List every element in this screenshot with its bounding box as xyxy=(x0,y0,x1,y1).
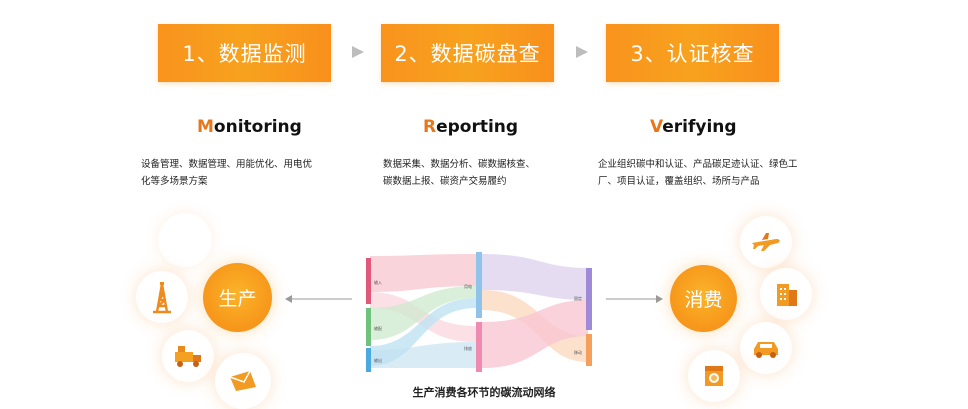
flow-transmission-electricity xyxy=(370,286,476,340)
sankey-caption: 生产消费各环节的碳流动网络 xyxy=(412,386,556,399)
oil-derrick-bubble xyxy=(136,271,188,323)
airplane-bubble xyxy=(740,216,792,268)
empty-bubble xyxy=(158,213,212,267)
phase-verifying-desc: 企业组织碳中和认证、产品碳足迹认证、绿色工 厂、项目认证，覆盖组织、场所与产品 xyxy=(598,159,798,187)
node-emission-label: 排放 xyxy=(464,345,472,351)
airplane-icon xyxy=(752,233,780,251)
flow-input-electricity xyxy=(370,254,476,292)
consumption-label: 消费 xyxy=(684,289,723,311)
factory-truck-icon xyxy=(175,346,201,367)
consumption-circle: 消费 xyxy=(670,265,737,332)
car-bubble xyxy=(740,322,792,374)
node-fixed-label: 固定 xyxy=(574,295,582,301)
step-1-banner: 1、数据监测 xyxy=(158,24,331,82)
appliance-bubble xyxy=(688,350,740,402)
envelope-bubble xyxy=(215,353,271,409)
node-electricity-label: 用电 xyxy=(464,283,472,289)
flow-output-emission xyxy=(370,342,476,368)
oil-derrick-icon xyxy=(153,282,171,314)
node-mobile-label: 移动 xyxy=(574,349,582,355)
step-2-label: 2、数据碳盘查 xyxy=(394,42,541,66)
arrow-to-consumption xyxy=(606,295,663,303)
node-output xyxy=(366,348,371,372)
phase-monitoring-desc: 设备管理、数据管理、用能优化、用电优 化等多场景方案 xyxy=(141,159,313,187)
step-3-label: 3、认证核查 xyxy=(630,42,755,66)
flow-electricity-fixed xyxy=(482,254,588,300)
step-arrow-2 xyxy=(576,46,588,58)
flow-output-electricity xyxy=(370,298,476,366)
carbon-flow-sankey: 输入 输配 输出 用电 排放 固定 移动 xyxy=(366,252,592,372)
step-1-label: 1、数据监测 xyxy=(182,42,307,66)
building-bubble xyxy=(760,268,812,320)
production-circle: 生产 xyxy=(203,263,272,332)
node-fixed xyxy=(586,268,592,330)
phase-monitoring-title: Monitoring xyxy=(197,117,302,137)
node-input xyxy=(366,258,371,304)
phase-reporting-desc: 数据采集、数据分析、碳数据核查、 碳数据上报、碳资产交易履约 xyxy=(383,159,536,187)
node-output-label: 输出 xyxy=(374,357,382,363)
step-2-banner: 2、数据碳盘查 xyxy=(381,24,554,82)
node-electricity xyxy=(476,252,482,318)
step-3-banner: 3、认证核查 xyxy=(606,24,779,82)
step-arrow-1 xyxy=(352,46,364,58)
node-input-label: 输入 xyxy=(374,279,382,285)
node-mobile xyxy=(586,334,592,366)
node-transmission-label: 输配 xyxy=(374,325,382,331)
appliance-icon xyxy=(705,366,723,386)
production-label: 生产 xyxy=(218,288,257,310)
factory-truck-bubble xyxy=(162,330,214,382)
arrow-to-production xyxy=(285,295,352,303)
building-icon xyxy=(777,284,797,306)
car-icon xyxy=(754,342,778,358)
flow-emission-fixed xyxy=(482,300,588,368)
envelope-icon xyxy=(229,370,256,391)
phase-reporting-title: Reporting xyxy=(423,117,519,137)
node-transmission xyxy=(366,308,371,346)
phase-verifying-title: Verifying xyxy=(650,117,737,137)
node-emission xyxy=(476,322,482,372)
